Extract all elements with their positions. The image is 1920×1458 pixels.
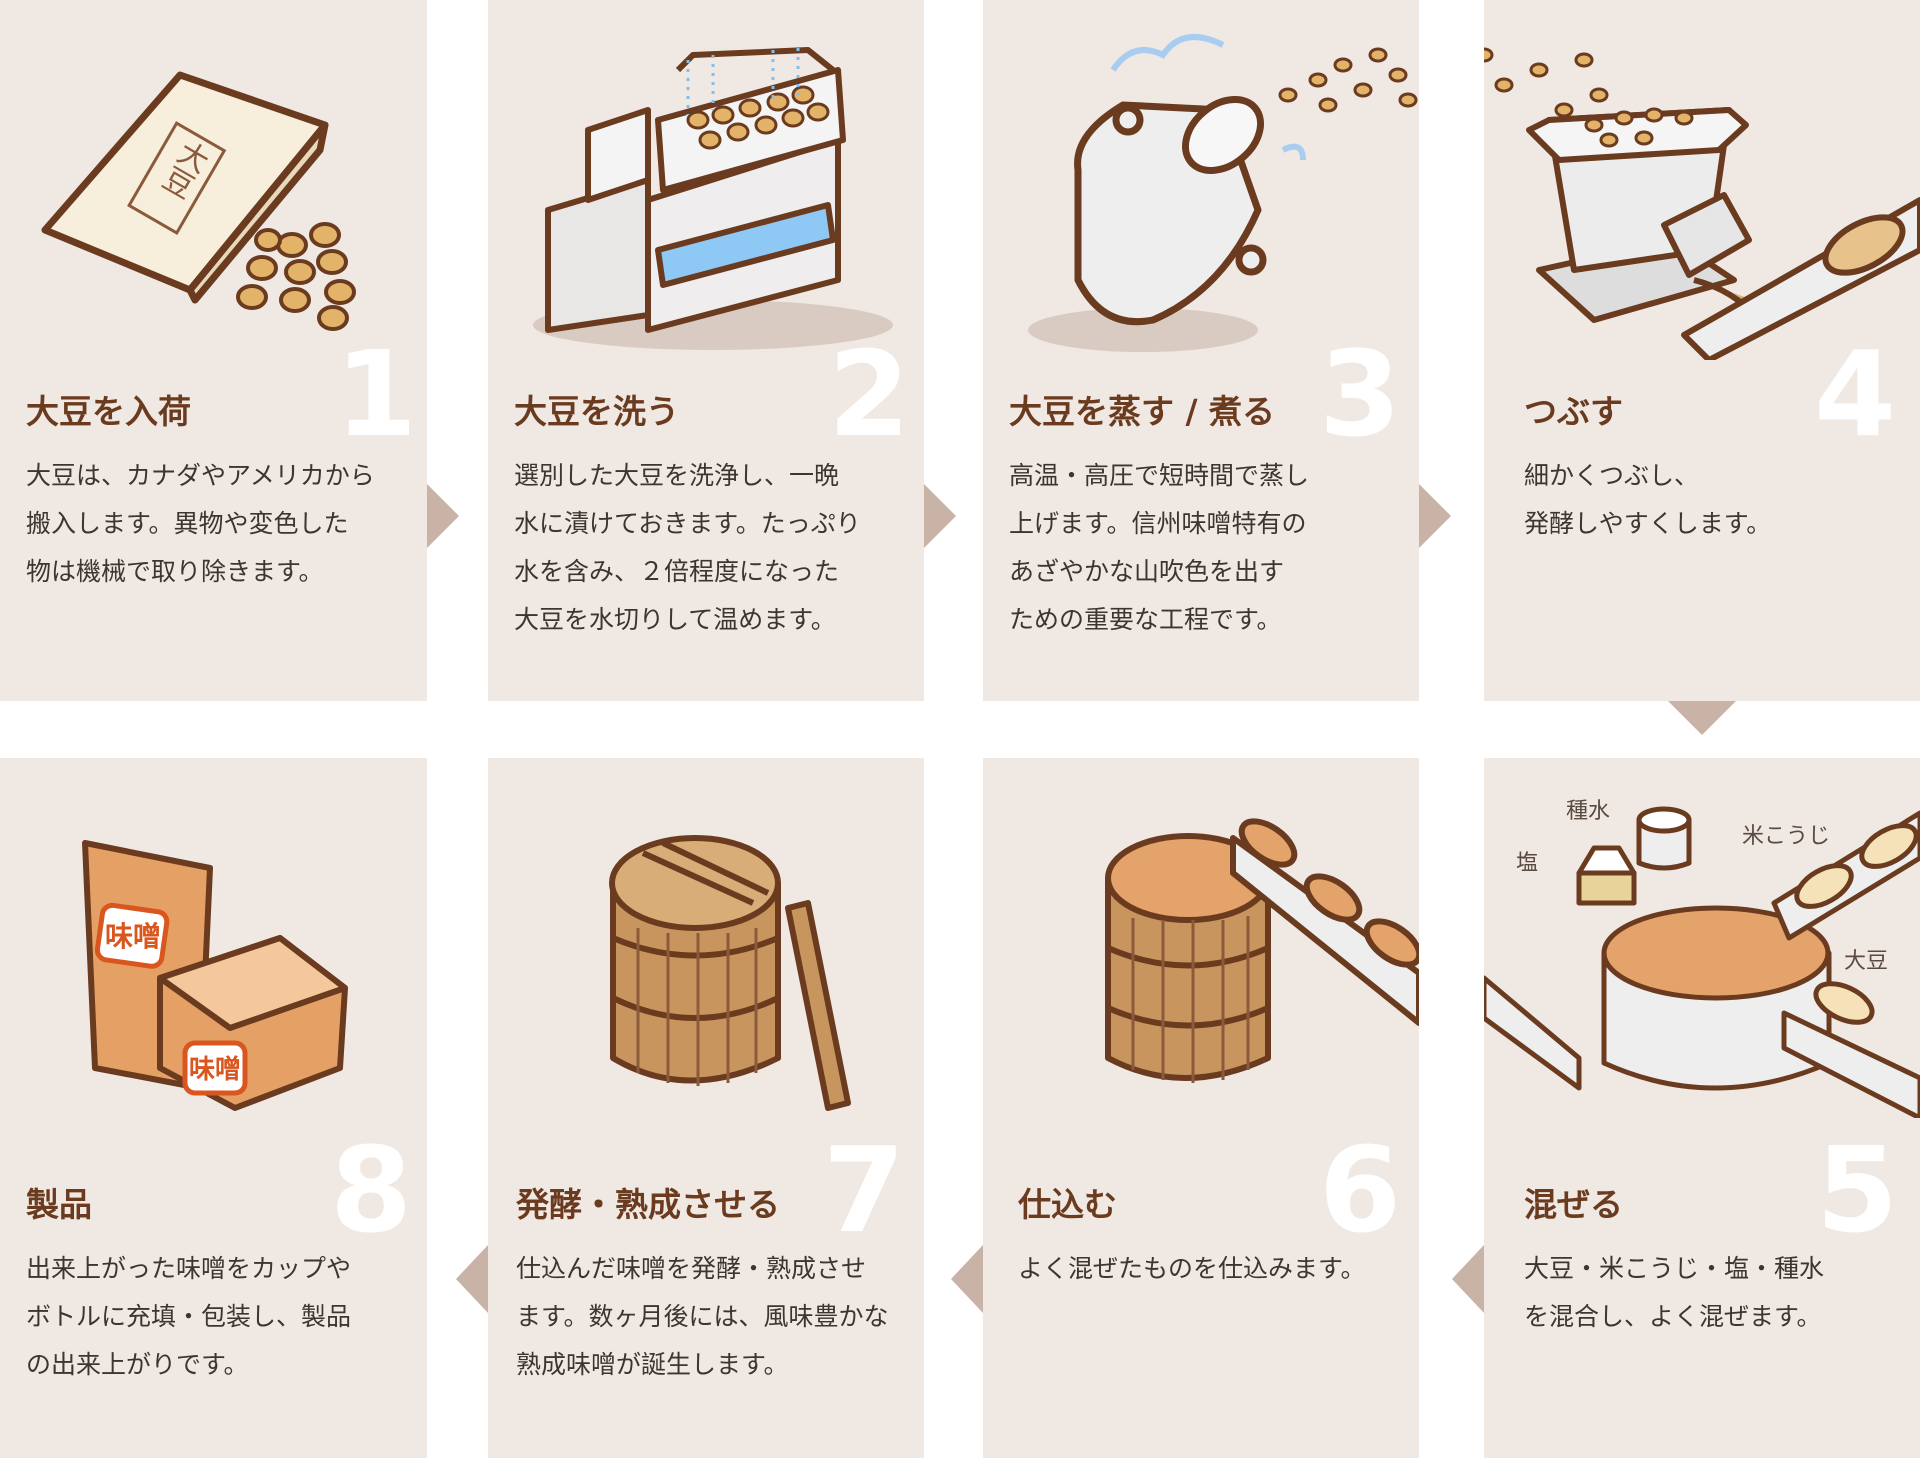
step-title: 大豆を蒸す / 煮る xyxy=(1009,392,1276,431)
description-line: 出来上がった味噌をカップや xyxy=(26,1254,352,1283)
step-number: 4 xyxy=(1814,325,1897,463)
komekoji-label: 米こうじ xyxy=(1742,824,1830,849)
description-line: 水を含み、２倍程度になった xyxy=(514,557,840,586)
flow-arrow-right xyxy=(427,484,459,548)
step-number: 7 xyxy=(823,1121,906,1259)
step-description: 高温・高圧で短時間で蒸し 上げます。信州味噌特有の あざやかな山吹色を出す ため… xyxy=(1009,452,1309,644)
step-title: つぶす xyxy=(1524,392,1623,431)
description-line: ための重要な工程です。 xyxy=(1009,605,1282,634)
step-description: 細かくつぶし、 発酵しやすくします。 xyxy=(1524,452,1771,548)
step-2-panel: 2 大豆を洗う 選別した大豆を洗浄し、一晩 水に漬けておきます。たっぷり 水を含… xyxy=(488,0,924,701)
step-4-panel: 4 つぶす 細かくつぶし、 発酵しやすくします。 xyxy=(1484,0,1920,701)
step-number: 8 xyxy=(330,1121,413,1259)
step-description: 大豆は、カナダやアメリカから 搬入します。異物や変色した 物は機械で取り除きます… xyxy=(26,452,375,596)
step-title: 混ぜる xyxy=(1524,1185,1623,1224)
description-line: 仕込んだ味噌を発酵・熟成させ xyxy=(516,1254,867,1283)
step-number: 2 xyxy=(828,325,911,463)
description-line: 選別した大豆を洗浄し、一晩 xyxy=(514,461,840,490)
description-line: 物は機械で取り除きます。 xyxy=(26,557,324,586)
description-line: 発酵しやすくします。 xyxy=(1524,509,1772,538)
description-line: 大豆は、カナダやアメリカから xyxy=(26,461,375,490)
description-line: 熟成味噌が誕生します。 xyxy=(516,1350,789,1379)
flow-arrow-left xyxy=(456,1245,488,1313)
description-line: 大豆を水切りして温めます。 xyxy=(514,605,836,634)
step-title: 仕込む xyxy=(1018,1185,1117,1224)
step-number: 5 xyxy=(1816,1121,1899,1259)
step-description: よく混ぜたものを仕込みます。 xyxy=(1018,1245,1366,1293)
step-number: 6 xyxy=(1319,1121,1402,1259)
step-5-panel: 種水 塩 米こうじ 大豆 5 混ぜる 大豆・米こうじ・塩・種水 を混合し、よく混… xyxy=(1484,758,1920,1458)
flow-arrow-left xyxy=(951,1245,983,1313)
flow-arrow-down xyxy=(1668,701,1736,735)
description-line: 水に漬けておきます。たっぷり xyxy=(514,509,861,538)
description-line: ます。数ヶ月後には、風味豊かな xyxy=(516,1302,889,1331)
step-description: 仕込んだ味噌を発酵・熟成させ ます。数ヶ月後には、風味豊かな 熟成味噌が誕生しま… xyxy=(516,1245,889,1389)
description-line: 細かくつぶし、 xyxy=(1524,461,1700,490)
shio-label: 塩 xyxy=(1516,851,1538,876)
crusher-illustration xyxy=(1484,47,1920,360)
step-title: 製品 xyxy=(26,1185,92,1224)
description-line: 大豆・米こうじ・塩・種水 xyxy=(1524,1254,1825,1283)
description-line: ボトルに充填・包装し、製品 xyxy=(26,1302,352,1331)
description-line: よく混ぜたものを仕込みます。 xyxy=(1018,1254,1366,1283)
soybean-bag-illustration: 大豆 xyxy=(41,71,356,331)
filling-barrel-illustration xyxy=(1105,818,1419,1083)
mixer-illustration: 種水 塩 米こうじ 大豆 xyxy=(1484,799,1920,1118)
step-number: 1 xyxy=(335,325,418,463)
step-1-panel: 大豆 1 大豆を入荷 大豆は、カナダやアメリカから 搬入します。異物や変色した … xyxy=(0,0,427,701)
washing-machine-illustration xyxy=(533,47,893,350)
product-package-illustration: 味噌 味噌 xyxy=(82,840,348,1111)
description-line: を混合し、よく混ぜます。 xyxy=(1524,1302,1822,1331)
flow-arrow-left xyxy=(1452,1245,1484,1313)
description-line: あざやかな山吹色を出す xyxy=(1009,557,1285,586)
step-title: 大豆を入荷 xyxy=(26,392,191,431)
flow-arrow-right xyxy=(1419,484,1451,548)
step-8-panel: 味噌 味噌 8 製品 出来上がった味噌をカップや ボトルに充填・包装し、製品 の… xyxy=(0,758,427,1458)
step-title: 発酵・熟成させる xyxy=(516,1185,780,1224)
step-description: 選別した大豆を洗浄し、一晩 水に漬けておきます。たっぷり 水を含み、２倍程度にな… xyxy=(514,452,861,644)
steamer-illustration xyxy=(1028,34,1418,352)
step-title: 大豆を洗う xyxy=(514,392,679,431)
flow-arrow-right xyxy=(924,484,956,548)
step-7-panel: 7 発酵・熟成させる 仕込んだ味噌を発酵・熟成させ ます。数ヶ月後には、風味豊か… xyxy=(488,758,924,1458)
description-line: 搬入します。異物や変色した xyxy=(26,509,349,538)
product-label: 味噌 xyxy=(189,1054,241,1085)
tanemizu-label: 種水 xyxy=(1566,799,1610,824)
step-number: 3 xyxy=(1319,325,1402,463)
daizu-label: 大豆 xyxy=(1844,949,1888,974)
step-3-panel: 3 大豆を蒸す / 煮る 高温・高圧で短時間で蒸し 上げます。信州味噌特有の あ… xyxy=(983,0,1419,701)
step-description: 出来上がった味噌をカップや ボトルに充填・包装し、製品 の出来上がりです。 xyxy=(26,1245,351,1389)
step-6-panel: 6 仕込む よく混ぜたものを仕込みます。 xyxy=(983,758,1419,1458)
description-line: の出来上がりです。 xyxy=(26,1350,249,1379)
step-description: 大豆・米こうじ・塩・種水 を混合し、よく混ぜます。 xyxy=(1524,1245,1824,1341)
description-line: 高温・高圧で短時間で蒸し xyxy=(1009,461,1310,490)
description-line: 上げます。信州味噌特有の xyxy=(1009,509,1307,538)
product-label: 味噌 xyxy=(105,920,161,953)
fermentation-barrel-illustration xyxy=(609,835,851,1111)
